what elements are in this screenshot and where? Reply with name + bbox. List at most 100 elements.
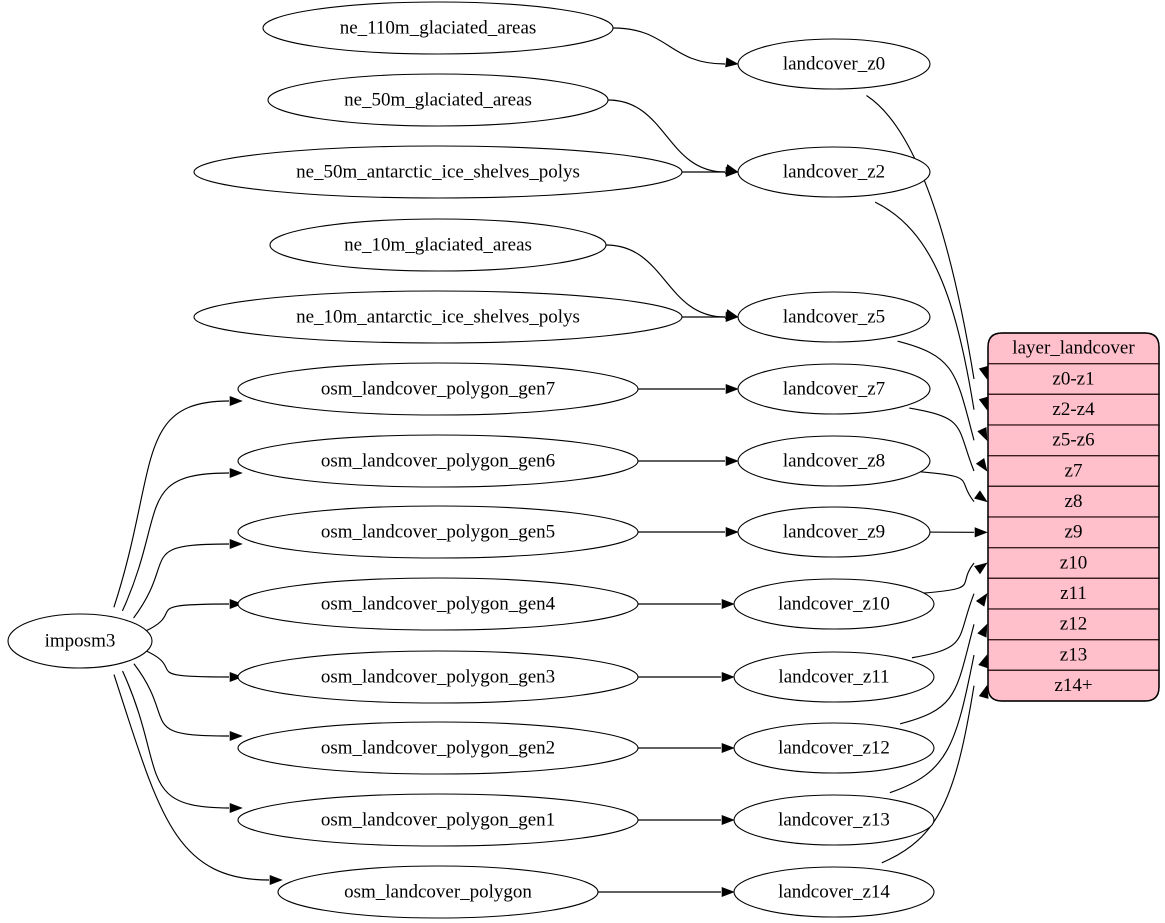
- edge-arrowhead: [974, 490, 988, 503]
- table-layer: layer_landcover z0-z1 z2-z4 z5-z6 z7 z8 z9 z10 z…: [987, 332, 1160, 702]
- edge-arrowhead: [725, 166, 739, 178]
- node-osm_landcover_polygon_gen3[interactable]: osm_landcover_polygon_gen3: [237, 650, 639, 704]
- table-row[interactable]: z0-z1: [987, 363, 1160, 395]
- node-shape-landcover_z7: [737, 363, 931, 415]
- table-row[interactable]: z14+: [987, 669, 1160, 702]
- edge-arrowhead: [978, 365, 989, 380]
- edge-imposm3-to-osm_landcover_polygon_gen4: [144, 603, 230, 633]
- table-row-label-z10: z10: [1060, 552, 1087, 573]
- table-row[interactable]: z9: [987, 516, 1160, 549]
- table-row-label-z13: z13: [1060, 644, 1087, 665]
- node-label-osm_landcover_polygon_gen3: osm_landcover_polygon_gen3: [321, 666, 555, 687]
- node-label-osm_landcover_polygon_gen6: osm_landcover_polygon_gen6: [321, 450, 555, 471]
- node-shape-landcover_z9: [737, 506, 931, 558]
- node-osm_landcover_polygon_gen6[interactable]: osm_landcover_polygon_gen6: [237, 434, 639, 488]
- table-row-label-z2-z4: z2-z4: [1052, 399, 1095, 420]
- edge-arrowhead: [721, 598, 735, 610]
- node-shape-ne_50m_antarctic_ice_shelves_polys: [193, 145, 683, 199]
- edge-arrowhead: [975, 458, 988, 472]
- node-osm_landcover_polygon_gen7[interactable]: osm_landcover_polygon_gen7: [237, 362, 639, 416]
- table-row[interactable]: z7: [987, 455, 1160, 487]
- edge-arrowhead: [725, 57, 739, 68]
- node-shape-landcover_z0: [737, 38, 931, 90]
- node-landcover_z8[interactable]: landcover_z8: [737, 435, 931, 487]
- table-layer_landcover: layer_landcover z0-z1 z2-z4 z5-z6 z7 z8 z9 z10 z…: [987, 332, 1160, 702]
- edge-arrowhead: [721, 814, 735, 826]
- edge-landcover_z5-to-row-z5-z6: [897, 340, 975, 441]
- node-landcover_z5[interactable]: landcover_z5: [737, 291, 931, 343]
- node-shape-landcover_z8: [737, 435, 931, 487]
- edge-arrowhead: [229, 730, 243, 742]
- edge-arrowhead: [721, 671, 735, 683]
- node-landcover_z0[interactable]: landcover_z0: [737, 38, 931, 90]
- edge-arrowhead: [978, 684, 989, 699]
- edge-arrowhead: [229, 598, 243, 610]
- node-label-osm_landcover_polygon_gen2: osm_landcover_polygon_gen2: [321, 737, 555, 758]
- table-row[interactable]: z8: [987, 485, 1160, 518]
- node-ne_50m_glaciated_areas[interactable]: ne_50m_glaciated_areas: [267, 73, 609, 127]
- edge-ne_110m_glaciated_areas-to-landcover_z0: [612, 27, 726, 65]
- node-landcover_z13[interactable]: landcover_z13: [733, 794, 935, 846]
- node-imposm3[interactable]: imposm3: [7, 613, 153, 669]
- edge-imposm3-to-osm_landcover_polygon_gen1: [122, 670, 230, 809]
- node-label-ne_10m_glaciated_areas: ne_10m_glaciated_areas: [344, 234, 532, 255]
- node-landcover_z2[interactable]: landcover_z2: [737, 146, 931, 198]
- node-label-landcover_z0: landcover_z0: [783, 53, 885, 74]
- node-ne_10m_antarctic_ice_shelves_polys[interactable]: ne_10m_antarctic_ice_shelves_polys: [193, 290, 683, 344]
- table-row-label-z7: z7: [1065, 460, 1083, 481]
- table-row-label-z8: z8: [1065, 491, 1083, 512]
- edge-arrowhead: [725, 455, 739, 467]
- node-shape-ne_50m_glaciated_areas: [267, 73, 609, 127]
- node-label-landcover_z8: landcover_z8: [783, 450, 885, 471]
- edge-arrowhead: [725, 311, 739, 323]
- edge-arrowhead: [229, 671, 243, 683]
- node-osm_landcover_polygon[interactable]: osm_landcover_polygon: [277, 865, 599, 919]
- edge-arrowhead: [974, 527, 988, 538]
- edge-arrowhead: [974, 562, 988, 575]
- table-row[interactable]: z2-z4: [987, 393, 1160, 426]
- node-shape-landcover_z14: [733, 866, 935, 918]
- edge-landcover_z10-to-row-z10: [923, 562, 975, 594]
- node-landcover_z14[interactable]: landcover_z14: [733, 866, 935, 918]
- edge-landcover_z12-to-row-z12: [900, 624, 975, 725]
- edge-arrowhead: [725, 526, 739, 538]
- node-label-ne_110m_glaciated_areas: ne_110m_glaciated_areas: [340, 17, 537, 38]
- node-ne_10m_glaciated_areas[interactable]: ne_10m_glaciated_areas: [269, 218, 607, 272]
- node-landcover_z10[interactable]: landcover_z10: [733, 578, 935, 630]
- node-shape-landcover_z2: [737, 146, 931, 198]
- node-label-landcover_z14: landcover_z14: [778, 881, 890, 902]
- node-ne_50m_antarctic_ice_shelves_polys[interactable]: ne_50m_antarctic_ice_shelves_polys: [193, 145, 683, 199]
- node-label-osm_landcover_polygon_gen4: osm_landcover_polygon_gen4: [321, 593, 556, 614]
- edge-landcover_z11-to-row-z11: [911, 593, 975, 659]
- node-label-landcover_z7: landcover_z7: [783, 378, 885, 399]
- node-osm_landcover_polygon_gen5[interactable]: osm_landcover_polygon_gen5: [237, 505, 639, 559]
- node-shape-landcover_z13: [733, 794, 935, 846]
- node-landcover_z7[interactable]: landcover_z7: [737, 363, 931, 415]
- node-osm_landcover_polygon_gen1[interactable]: osm_landcover_polygon_gen1: [237, 793, 639, 847]
- node-ne_110m_glaciated_areas[interactable]: ne_110m_glaciated_areas: [262, 1, 614, 55]
- table-row[interactable]: z10: [987, 547, 1160, 579]
- edge-arrowhead: [229, 802, 243, 814]
- node-landcover_z9[interactable]: landcover_z9: [737, 506, 931, 558]
- node-label-landcover_z2: landcover_z2: [783, 161, 885, 182]
- node-label-landcover_z11: landcover_z11: [778, 666, 889, 687]
- node-shape-landcover_z10: [733, 578, 935, 630]
- table-header-row[interactable]: layer_landcover: [987, 332, 1160, 365]
- edge-imposm3-to-osm_landcover_polygon_gen2: [133, 663, 230, 737]
- node-shape-osm_landcover_polygon: [277, 865, 599, 919]
- edge-arrowhead: [721, 886, 735, 898]
- table-row-label-z12: z12: [1060, 614, 1087, 635]
- edge-arrowhead: [269, 874, 283, 886]
- table-row-label-z0-z1: z0-z1: [1052, 368, 1094, 389]
- node-label-ne_50m_antarctic_ice_shelves_polys: ne_50m_antarctic_ice_shelves_polys: [296, 161, 580, 182]
- node-label-imposm3: imposm3: [45, 630, 116, 651]
- node-osm_landcover_polygon_gen4[interactable]: osm_landcover_polygon_gen4: [237, 577, 639, 631]
- table-row[interactable]: z12: [987, 608, 1160, 641]
- node-osm_landcover_polygon_gen2[interactable]: osm_landcover_polygon_gen2: [237, 721, 639, 775]
- table-row[interactable]: z5-z6: [987, 424, 1160, 457]
- node-landcover_z11[interactable]: landcover_z11: [733, 651, 935, 703]
- table-row[interactable]: z13: [987, 639, 1160, 671]
- table-row[interactable]: z11: [987, 577, 1160, 610]
- node-landcover_z12[interactable]: landcover_z12: [733, 722, 935, 774]
- node-shape-ne_10m_glaciated_areas: [269, 218, 607, 272]
